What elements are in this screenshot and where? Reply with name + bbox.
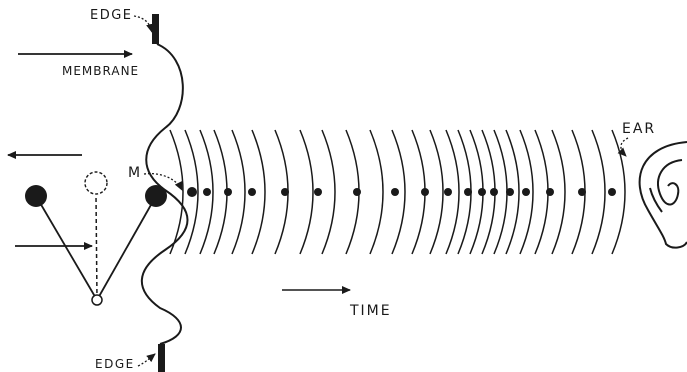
air-particle [506,188,514,196]
air-particle [522,188,530,196]
edge-top-pointer-arrow [134,16,152,32]
air-particle [314,188,322,196]
edge-bottom-pointer-arrow [138,354,155,366]
ear-icon [640,142,687,248]
top-edge-clamp [152,14,159,44]
air-particle [608,188,616,196]
time-label: TIME [350,303,392,319]
bottom-edge-clamp [158,344,165,372]
air-particle [490,188,498,196]
air-particle [187,187,197,197]
edge-top-label: EDGE [90,8,133,23]
pendulum-icon [25,172,167,305]
air-particle [421,188,429,196]
ear-pointer-arrow [621,138,628,156]
ear-label: EAR [622,121,656,137]
air-particle [391,188,399,196]
air-particle [224,188,232,196]
air-particle [578,188,586,196]
sound-wave-arc [592,130,605,254]
air-particle [203,188,211,196]
air-particle [546,188,554,196]
air-particle [248,188,256,196]
sound-wave-arc [232,130,245,254]
membrane-label: MEMBRANE [62,64,139,78]
m-label: M [128,165,142,181]
sound-wave-arc [430,130,443,254]
air-particle [353,188,361,196]
edge-bottom-label: EDGE [95,357,135,371]
air-particle [444,188,452,196]
sound-wave-arc [370,130,383,254]
air-particle [478,188,486,196]
sound-wave-arc [322,130,335,254]
air-particle [464,188,472,196]
air-particle [281,188,289,196]
sound-wave-arc [300,130,313,254]
